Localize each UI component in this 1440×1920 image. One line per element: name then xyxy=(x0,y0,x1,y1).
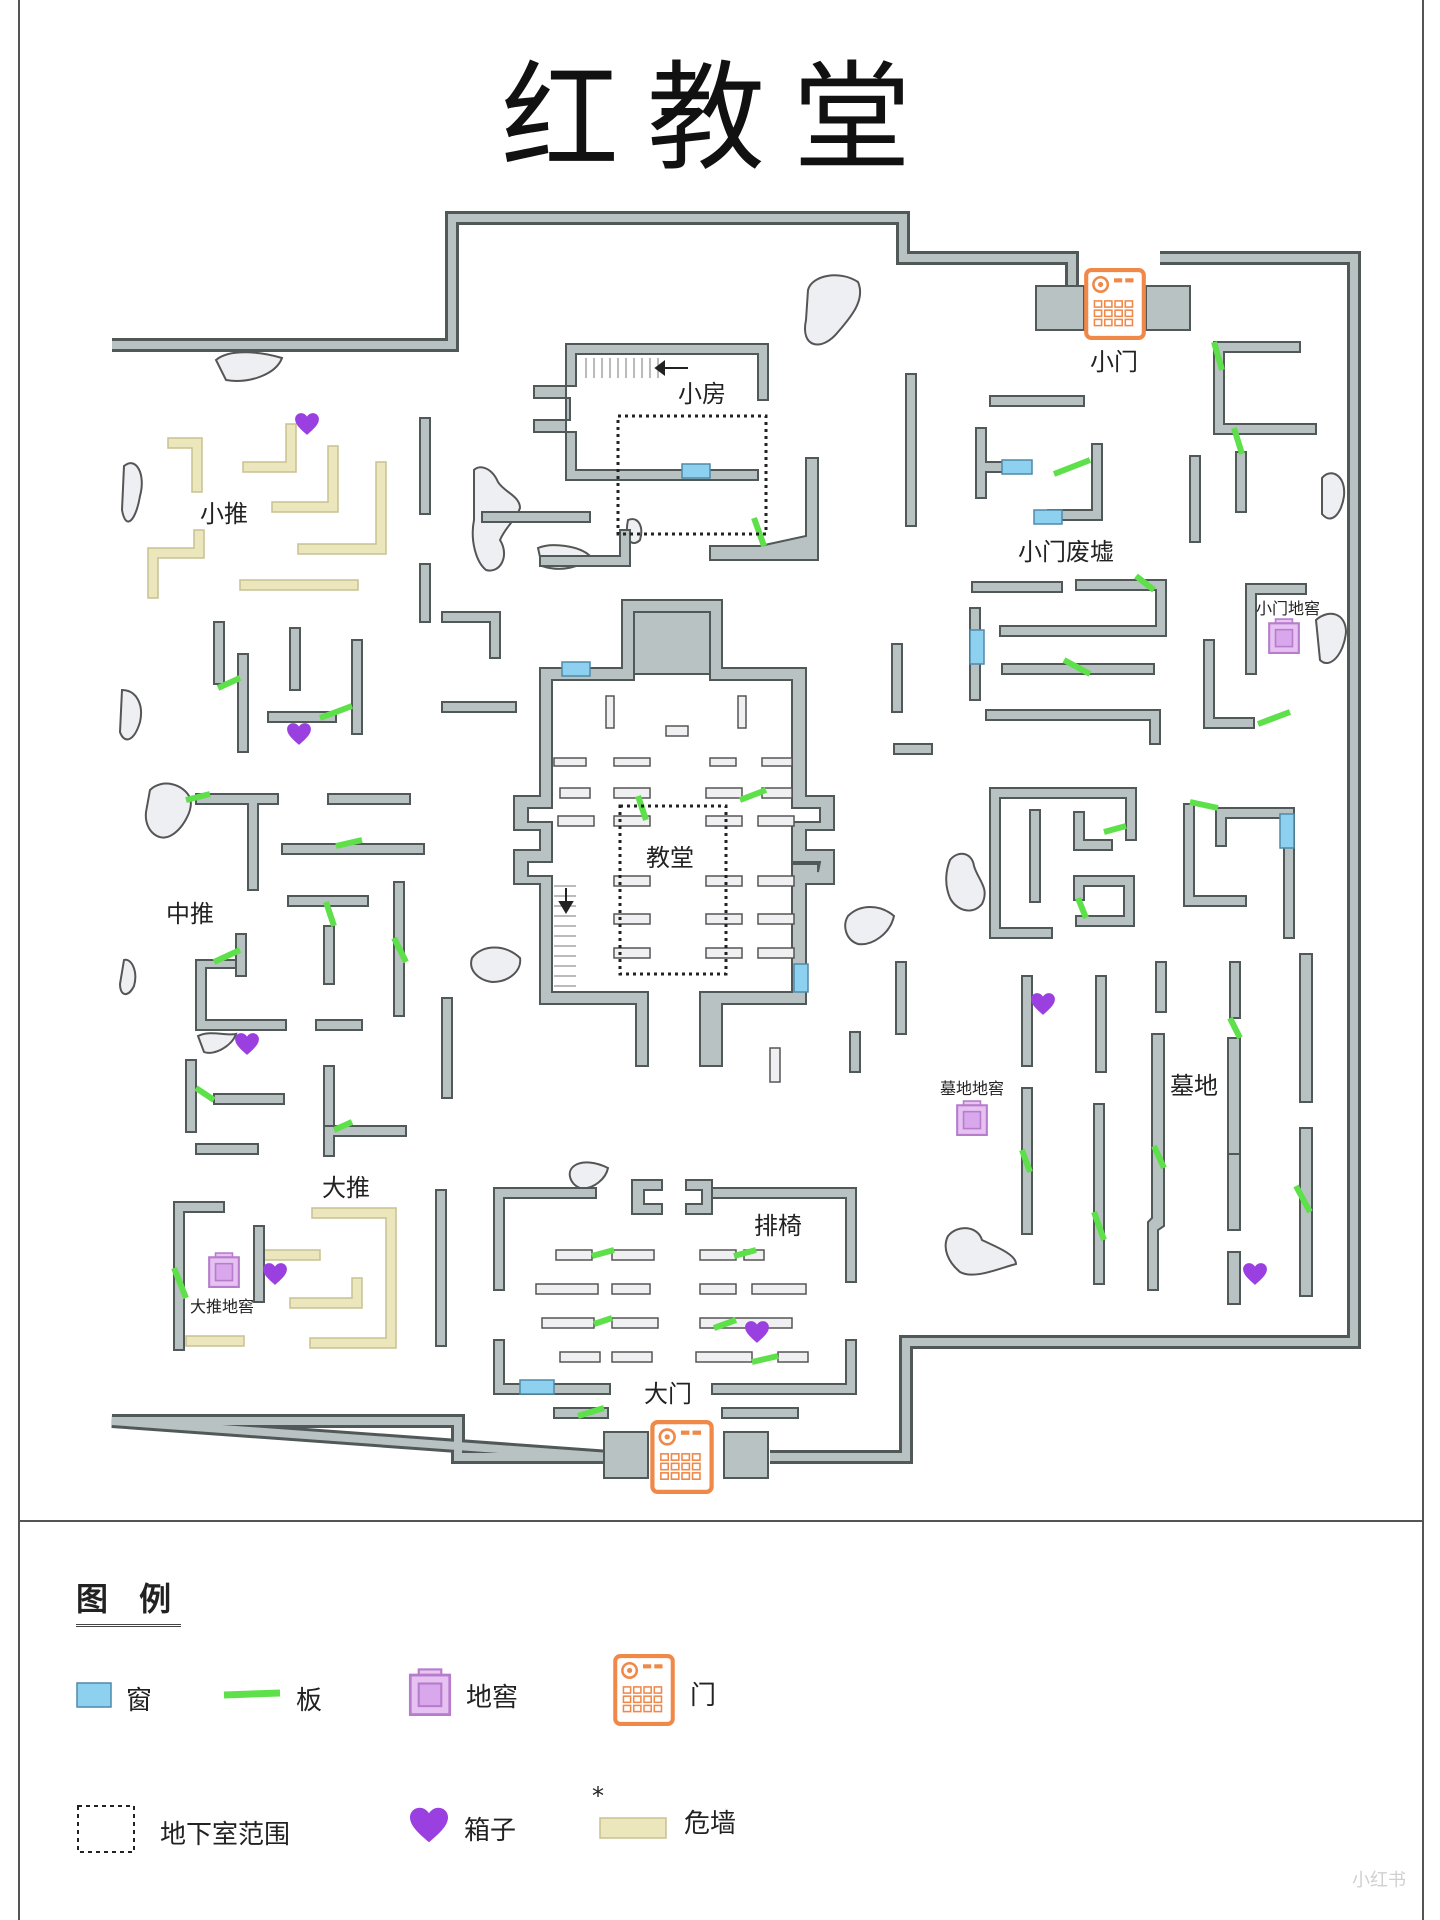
pallet-icon xyxy=(222,1682,282,1715)
label-pews: 排椅 xyxy=(754,1212,802,1240)
area-labels: 小房 小推 小门 小门废墟 小门地窖 教堂 中推 大推 大推地窖 墓地地窖 墓地… xyxy=(166,348,1320,1408)
legend-title: 图 例 xyxy=(76,1574,182,1627)
legend-pallet-label: 板 xyxy=(296,1686,323,1716)
danger-walls xyxy=(147,423,397,1349)
label-graveyard-cellar: 墓地地窖 xyxy=(940,1079,1004,1098)
gate-icon xyxy=(612,1654,676,1733)
danger-mark: * xyxy=(592,1782,604,1810)
legend-gate: 门 xyxy=(612,1654,716,1733)
label-small-gate-cellar: 小门地窖 xyxy=(1256,599,1320,618)
basement-ranges xyxy=(616,414,768,976)
chest-icon xyxy=(287,723,311,745)
chest-icon xyxy=(235,1033,259,1055)
label-graveyard: 墓地 xyxy=(1170,1072,1218,1100)
legend-basement-label: 地下室范围 xyxy=(160,1820,291,1850)
legend-divider xyxy=(18,1520,1424,1522)
watermark: 小红书 xyxy=(1352,1870,1406,1891)
label-church: 教堂 xyxy=(646,844,694,872)
chest-icon xyxy=(263,1263,287,1285)
legend-cellar-label: 地窖 xyxy=(466,1683,519,1713)
label-main-gate: 大门 xyxy=(644,1380,692,1408)
label-small-push: 小推 xyxy=(200,500,248,528)
cellar-icon xyxy=(208,1252,240,1288)
chest-icon xyxy=(1031,993,1055,1015)
cellar-icon xyxy=(956,1100,988,1136)
chest-icon xyxy=(1243,1263,1267,1285)
map-title: 红教堂 xyxy=(500,49,939,187)
cellar-icon xyxy=(1268,618,1300,654)
legend-chest-label: 箱子 xyxy=(464,1816,517,1846)
legend-gate-label: 门 xyxy=(690,1681,717,1711)
chest-icon xyxy=(295,413,319,435)
basement-range-icon xyxy=(76,1804,136,1861)
label-middle-push: 中推 xyxy=(166,900,214,928)
legend: 图 例 窗 板 地窖 门 地下室范围 箱子 xyxy=(0,1522,1440,1920)
label-big-push: 大推 xyxy=(322,1174,370,1202)
label-small-gate: 小门 xyxy=(1090,348,1138,376)
gate-icon xyxy=(652,1422,711,1492)
pallets xyxy=(171,341,1313,1419)
stair-arrows xyxy=(558,360,688,914)
page-frame xyxy=(18,0,1424,1920)
map-canvas: 小房 小推 小门 小门废墟 小门地窖 教堂 中推 大推 大推地窖 墓地地窖 墓地… xyxy=(111,211,1361,1520)
legend-pallet: 板 xyxy=(222,1680,322,1717)
legend-cellar: 地窖 xyxy=(408,1668,518,1723)
gate-icon xyxy=(1086,270,1144,338)
cellar-icon xyxy=(408,1668,452,1723)
label-big-push-cellar: 大推地窖 xyxy=(190,1297,254,1316)
legend-basement: 地下室范围 xyxy=(76,1804,290,1861)
legend-window: 窗 xyxy=(76,1680,152,1717)
legend-chest: 箱子 xyxy=(408,1806,516,1851)
label-small-gate-ruins: 小门废墟 xyxy=(1018,538,1114,566)
outer-boundary-wall xyxy=(111,211,1361,1464)
legend-danger-wall: * 危墙 xyxy=(592,1782,737,1855)
legend-window-label: 窗 xyxy=(126,1686,153,1716)
window-icon xyxy=(76,1682,112,1715)
label-small-room: 小房 xyxy=(678,380,726,408)
windows xyxy=(519,459,1295,1395)
chest-icon xyxy=(408,1806,450,1851)
legend-danger-wall-label: 危墙 xyxy=(684,1809,737,1839)
danger-wall-icon: * xyxy=(592,1782,670,1855)
